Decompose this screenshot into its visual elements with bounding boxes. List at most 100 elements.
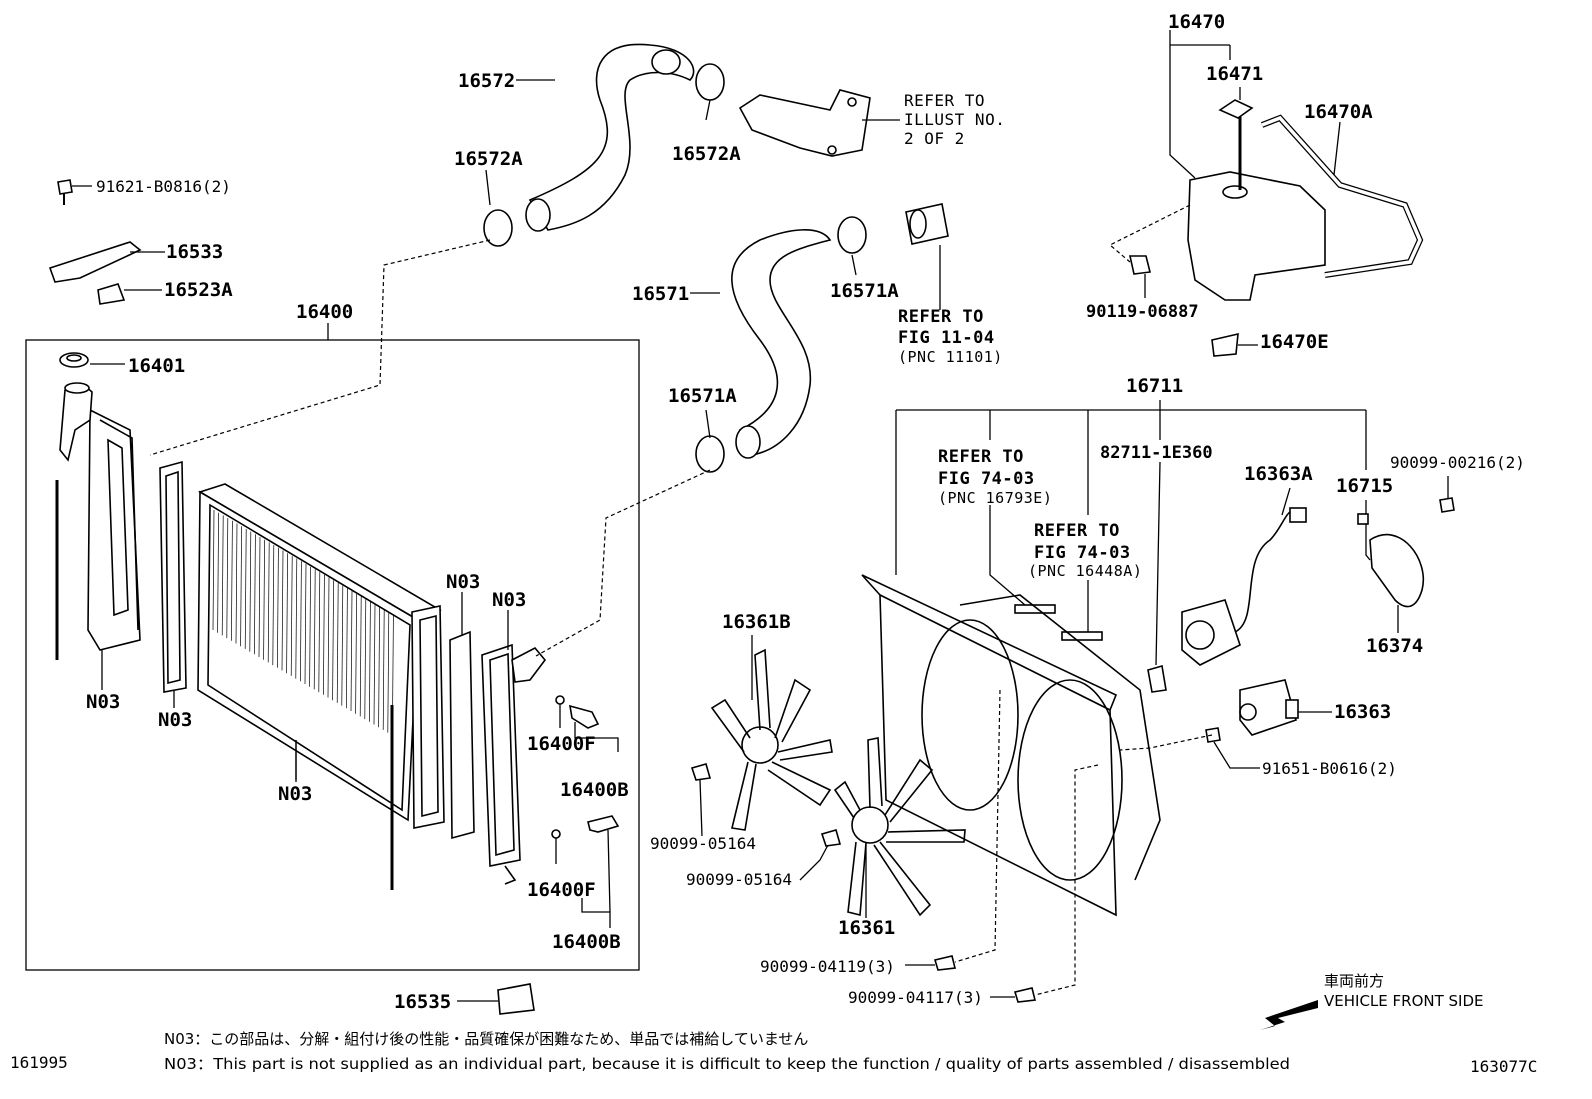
shroud-clip: [1147, 664, 1167, 693]
label-16400: 16400: [296, 301, 353, 323]
fan-cover-16374: [1369, 533, 1425, 608]
label-90099-00216: 90099-00216(2): [1390, 453, 1525, 472]
hose-clamp-16571a-upper: [837, 216, 867, 254]
fan-shroud: [879, 593, 1117, 917]
label-90119: 90119-06887: [1086, 302, 1199, 322]
radiator-core: [197, 483, 442, 822]
bolt-90099-04119: [933, 955, 956, 971]
ref-fig1104-line1: REFER TO: [898, 307, 984, 327]
radiator-right-frame: [411, 605, 445, 829]
reference-labels: REFER TO ILLUST NO. 2 OF 2 REFER TO FIG …: [898, 91, 1142, 580]
bracket-16533: [48, 241, 142, 283]
hose-connector: [905, 203, 949, 245]
dashed-lines: [149, 204, 1213, 996]
label-16715: 16715: [1336, 475, 1393, 497]
radiator-right-gasket: [449, 630, 475, 840]
ref-illust-line1: REFER TO: [904, 91, 985, 110]
shroud-ring-left: [921, 619, 1019, 811]
hose-clamp-16572a-right: [695, 63, 725, 101]
reserve-tank: [1187, 171, 1326, 301]
label-16400b-b: 16400B: [552, 931, 621, 953]
drain-o-ring-lower: [551, 829, 561, 839]
label-16361: 16361: [838, 917, 895, 939]
bolt-90099-04117: [1013, 987, 1036, 1003]
radiator-left-gasket: [159, 460, 187, 693]
bolt-90099-00216: [1439, 497, 1455, 513]
fan-motor-16363a: [1181, 599, 1241, 666]
label-16361b: 16361B: [722, 611, 791, 633]
nut-90099-05164-b: [820, 829, 842, 847]
hose-clamp-16572a-left: [483, 209, 513, 247]
label-16572a-left: 16572A: [454, 148, 523, 170]
label-16533: 16533: [166, 241, 223, 263]
vehicle-front-en: VEHICLE FRONT SIDE: [1324, 992, 1484, 1010]
note-en: N03：This part is not supplied as an indi…: [164, 1055, 1290, 1073]
label-16401: 16401: [128, 355, 185, 377]
label-16470a: 16470A: [1304, 101, 1373, 123]
label-16470e: 16470E: [1260, 331, 1329, 353]
ref-fig7403a-line3: (PNC 16793E): [938, 489, 1052, 507]
ref-fig7403b-line1: REFER TO: [1034, 521, 1120, 541]
radiator-assembly-box: [25, 339, 640, 971]
label-91621: 91621-B0816(2): [96, 177, 231, 196]
label-90099-04117: 90099-04117(3): [848, 988, 983, 1007]
label-n03-1: N03: [86, 691, 120, 713]
label-16363: 16363: [1334, 701, 1391, 723]
label-16400b-a: 16400B: [560, 779, 629, 801]
drain-plug-upper: [569, 704, 600, 729]
label-82711: 82711-1E360: [1100, 443, 1213, 463]
reserve-bolt-90119: [1129, 255, 1151, 275]
fan-shroud-group: [861, 574, 1167, 917]
shroud-ring-right: [1017, 679, 1123, 881]
label-n03-3: N03: [278, 783, 312, 805]
ref-fig7403b-line2: FIG 74-03: [1034, 543, 1131, 563]
vehicle-front-jp: 車両前方: [1324, 972, 1384, 990]
label-16363a: 16363A: [1244, 463, 1313, 485]
label-16711: 16711: [1126, 375, 1183, 397]
label-16571a-mid: 16571A: [668, 385, 737, 407]
ref-fig1104-line2: FIG 11-04: [898, 328, 995, 348]
cushion-16523a: [97, 283, 126, 305]
leader-lines: [72, 30, 1449, 1002]
vehicle-front-arrow-icon: [1260, 1000, 1318, 1030]
lower-radiator-hose: [731, 229, 832, 456]
bolt-91621: [57, 179, 73, 195]
label-16523a: 16523A: [164, 279, 233, 301]
label-16374: 16374: [1366, 635, 1423, 657]
label-16400f-b: 16400F: [527, 879, 596, 901]
note-jp: N03：この部品は、分解・組付け後の性能・品質確保が困難なため、単品では補給して…: [164, 1030, 808, 1048]
hose-clamp-16571a-lower: [695, 435, 725, 473]
label-16470: 16470: [1168, 11, 1225, 33]
upper-hose-group: [483, 43, 871, 247]
reserve-tank-group: [1129, 99, 1424, 357]
radiator-assembly-group: [25, 323, 640, 971]
drain-plug-lower: [587, 815, 620, 833]
label-n03-2: N03: [158, 709, 192, 731]
part-number-labels: 16572 16572A 16572A 91621-B0816(2) 16533…: [86, 11, 1525, 1013]
label-16572a-right: 16572A: [672, 143, 741, 165]
label-16400f-a: 16400F: [527, 733, 596, 755]
label-16571a-top: 16571A: [830, 280, 899, 302]
clip-16715: [1357, 513, 1369, 525]
label-90099-05164-a: 90099-05164: [650, 834, 756, 853]
label-n03-4: N03: [446, 571, 480, 593]
code-right: 163077C: [1470, 1057, 1537, 1076]
code-left: 161995: [10, 1053, 68, 1072]
ref-illust-line3: 2 OF 2: [904, 129, 965, 148]
fan-16361b: [710, 648, 833, 831]
reserve-tank-cap: [1222, 185, 1248, 199]
lower-hose-group: [695, 203, 949, 473]
ref-fig7403a-line1: REFER TO: [938, 447, 1024, 467]
bolt-91651: [1205, 727, 1221, 743]
label-91651: 91651-B0616(2): [1262, 759, 1397, 778]
label-n03-5: N03: [492, 589, 526, 611]
radiator-left-tank: [55, 382, 141, 660]
cushion-16535: [497, 983, 535, 1015]
label-90099-05164-b: 90099-05164: [686, 870, 792, 889]
fan-16361: [833, 737, 966, 917]
label-16572: 16572: [458, 70, 515, 92]
nut-90099-05164-a: [690, 763, 712, 781]
label-16535: 16535: [394, 991, 451, 1013]
water-outlet-pipe: [738, 89, 871, 157]
